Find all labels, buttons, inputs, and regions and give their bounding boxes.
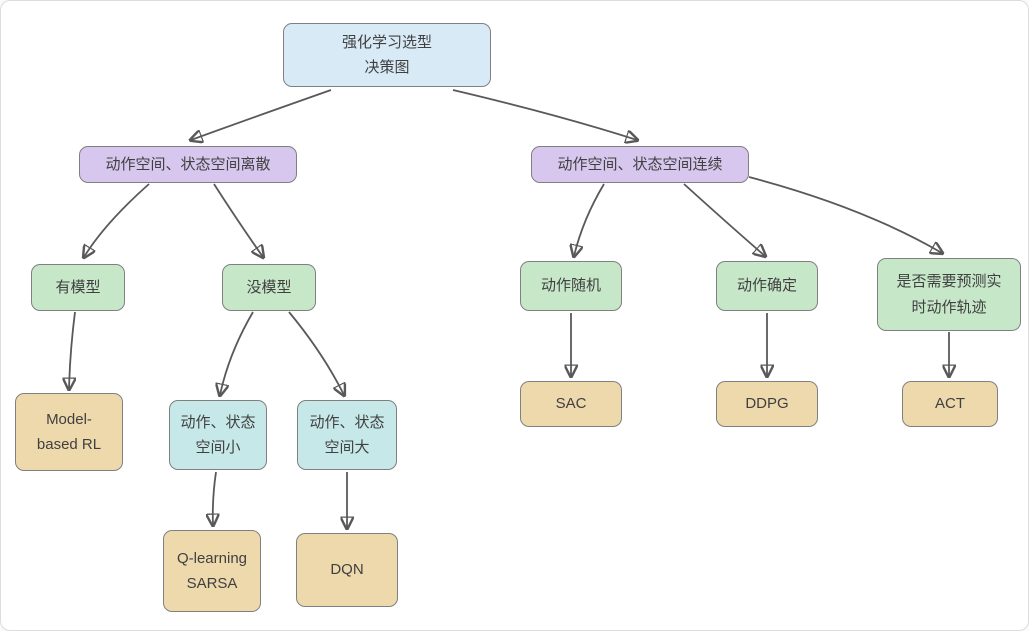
node-continuous-space: 动作空间、状态空间连续: [531, 146, 749, 183]
arrow-discrete-to-has-model: [84, 183, 150, 257]
arrow-discrete-to-no-model: [213, 183, 263, 257]
arrow-continuous-to-action-random: [574, 183, 605, 256]
node-ddpg: DDPG: [716, 381, 818, 427]
arrow-continuous-to-action-deterministic: [683, 183, 765, 256]
node-root: 强化学习选型 决策图: [283, 23, 491, 87]
node-action-random: 动作随机: [520, 261, 622, 311]
arrow-no-model-to-space-small: [220, 311, 254, 395]
arrow-root-to-continuous: [452, 89, 637, 140]
node-action-deterministic: 动作确定: [716, 261, 818, 311]
node-act: ACT: [902, 381, 998, 427]
node-model-based-rl: Model- based RL: [15, 393, 123, 471]
node-space-small: 动作、状态 空间小: [169, 400, 267, 470]
node-dqn: DQN: [296, 533, 398, 607]
node-qlearning-sarsa: Q-learning SARSA: [163, 530, 261, 612]
node-space-large: 动作、状态 空间大: [297, 400, 397, 470]
node-no-model: 没模型: [222, 264, 316, 311]
node-predict-trajectory: 是否需要预测实 时动作轨迹: [877, 258, 1021, 331]
node-sac: SAC: [520, 381, 622, 427]
node-discrete-space: 动作空间、状态空间离散: [79, 146, 297, 183]
arrow-continuous-to-predict-trajectory: [748, 176, 942, 253]
node-has-model: 有模型: [31, 264, 125, 311]
arrow-no-model-to-space-large: [288, 311, 344, 395]
arrow-space-small-to-qlearning: [213, 471, 216, 525]
arrow-root-to-discrete: [191, 89, 332, 140]
arrow-has-model-to-model-based-rl: [69, 311, 75, 389]
